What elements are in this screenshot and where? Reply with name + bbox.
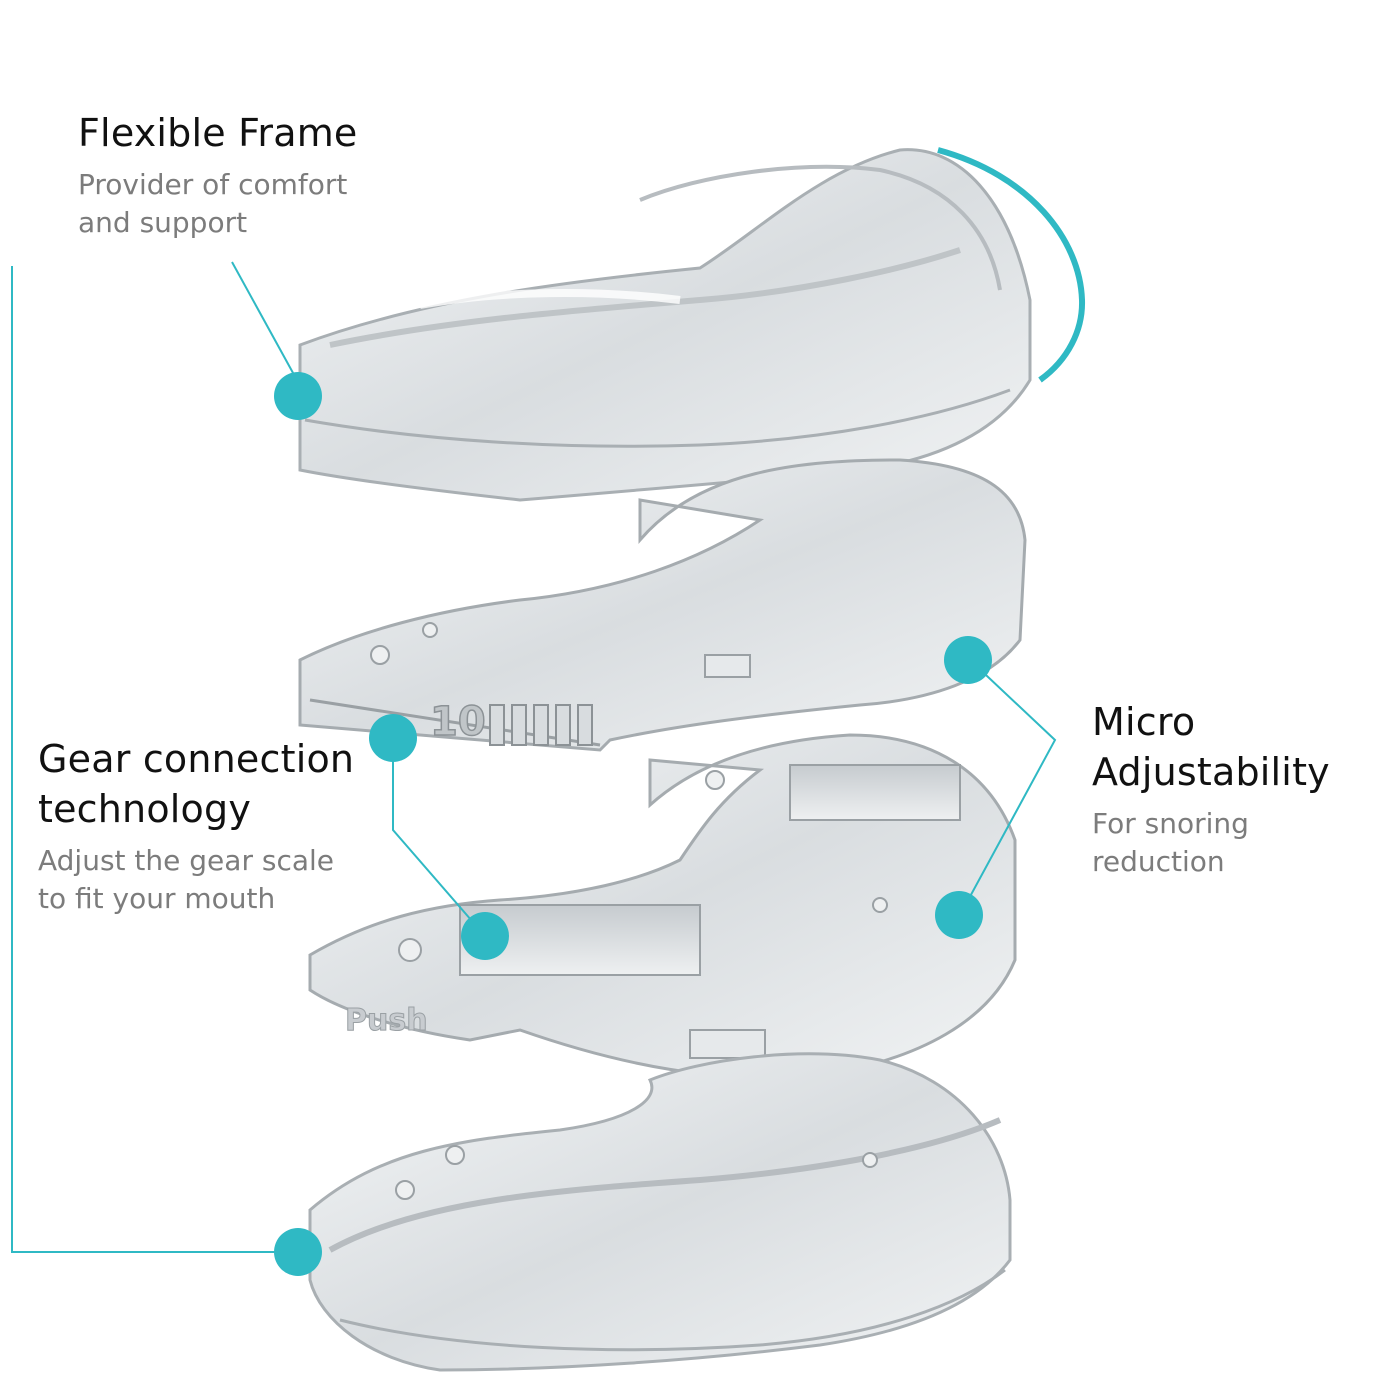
micro-adjust-dot-upper xyxy=(944,636,992,684)
micro-adjust-dot-lower xyxy=(935,891,983,939)
accent-guides xyxy=(11,147,1086,1253)
micro-adjustability-title-line-2: Adjustability xyxy=(1092,750,1330,794)
gear-leader xyxy=(392,738,486,937)
flexible-frame-subtitle-line-1: Provider of comfort xyxy=(78,168,348,201)
gear-connection-subtitle: Adjust the gear scale to fit your mouth xyxy=(38,842,368,918)
flex-arc xyxy=(937,147,1086,383)
push-marking: Push xyxy=(345,1003,428,1038)
connector-plate-layer: Push xyxy=(308,733,1017,1080)
gear-dot-lower xyxy=(461,912,509,960)
flexible-frame-subtitle-line-2: and support xyxy=(78,206,248,239)
gear-connection-title-line-1: Gear connection xyxy=(38,737,355,781)
left-bracket-line xyxy=(11,266,298,1253)
lower-tray-layer xyxy=(308,1052,1012,1372)
flexible-frame-subtitle: Provider of comfort and support xyxy=(78,166,408,242)
gear-connection-title: Gear connection technology xyxy=(38,734,368,834)
gear-plate-layer: 10 xyxy=(298,458,1027,752)
flexible-frame-layer xyxy=(298,148,1032,502)
gear-connection-subtitle-line-1: Adjust the gear scale xyxy=(38,844,334,877)
flexible-frame-leader xyxy=(231,261,299,383)
flexible-frame-title: Flexible Frame xyxy=(78,111,358,155)
lower-tray-dot xyxy=(274,1228,322,1276)
gear-connection-title-line-2: technology xyxy=(38,787,252,831)
micro-adjustability-title: Micro Adjustability xyxy=(1092,697,1392,797)
micro-adjustability-subtitle-line-1: For snoring xyxy=(1092,807,1249,840)
micro-adjustability-label: Micro Adjustability For snoring reductio… xyxy=(1092,697,1392,881)
gear-dot-upper xyxy=(369,714,417,762)
micro-adjustability-title-line-1: Micro xyxy=(1092,700,1196,744)
gear-teeth xyxy=(489,704,593,746)
gear-scale-marking: 10 xyxy=(430,699,486,745)
flexible-frame-dot xyxy=(274,372,322,420)
accent-dots xyxy=(274,372,992,1276)
gear-connection-label: Gear connection technology Adjust the ge… xyxy=(38,734,368,918)
micro-leader xyxy=(959,659,1057,916)
micro-adjustability-subtitle-line-2: reduction xyxy=(1092,845,1225,878)
micro-adjustability-subtitle: For snoring reduction xyxy=(1092,805,1392,881)
flexible-frame-label: Flexible Frame Provider of comfort and s… xyxy=(78,108,408,242)
gear-connection-subtitle-line-2: to fit your mouth xyxy=(38,882,276,915)
